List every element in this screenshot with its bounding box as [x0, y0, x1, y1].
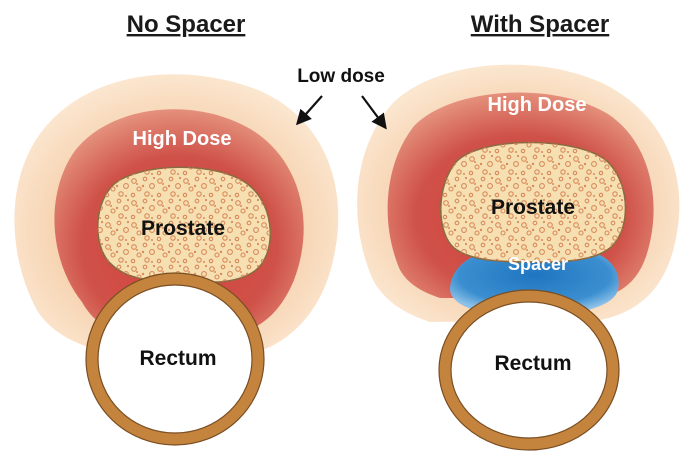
spacer-label: Spacer	[508, 254, 568, 274]
no-spacer-heading: No Spacer	[127, 11, 246, 38]
prostate-label-right: Prostate	[491, 196, 575, 219]
with-spacer-panel: With Spacer High Dose Prostate Spacer Re…	[357, 11, 679, 450]
rectum-label-left: Rectum	[139, 347, 216, 370]
no-spacer-panel: No Spacer High Dose Prostate Rectum	[14, 11, 338, 445]
low-dose-callout: Low dose	[297, 66, 385, 127]
low-dose-arrow-right	[362, 96, 385, 127]
low-dose-arrow-left	[298, 96, 322, 123]
high-dose-label-right: High Dose	[488, 94, 587, 116]
with-spacer-heading: With Spacer	[471, 11, 609, 38]
prostate-label-left: Prostate	[141, 217, 225, 240]
rectum-label-right: Rectum	[494, 352, 571, 375]
high-dose-label-left: High Dose	[133, 128, 232, 150]
low-dose-label: Low dose	[297, 66, 385, 87]
